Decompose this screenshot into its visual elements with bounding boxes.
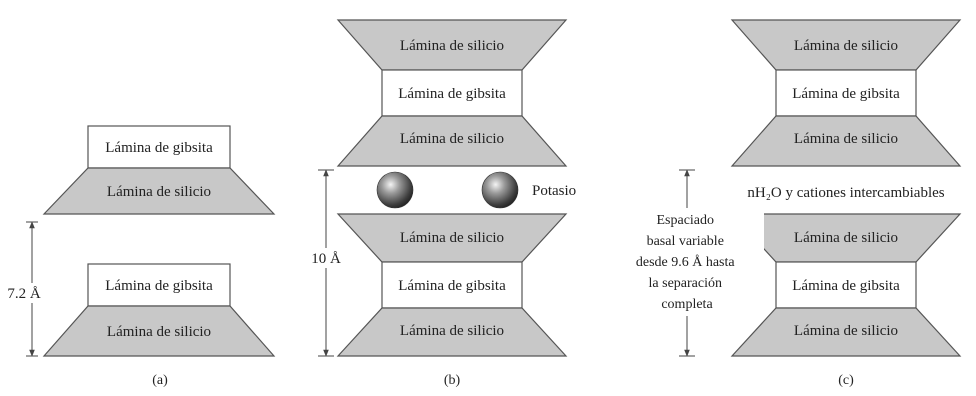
spacing-label-c-line-3: desde 9.6 Å hasta: [636, 254, 736, 270]
spacing-label-a: 7.2 Å: [7, 286, 41, 302]
potassium-ion-2: [481, 171, 519, 209]
silica-sheet-c-2: [730, 115, 962, 167]
spacing-dimension-c: Espaciado basal variable desde 9.6 Å has…: [610, 169, 764, 357]
caption-b: (b): [444, 373, 461, 388]
spacing-label-b: 10 Å: [311, 251, 341, 267]
panel-a: Lámina de gibsita Lámina de silicio Lámi…: [4, 125, 276, 388]
silica-sheet-b-2-label: Lámina de silicio: [400, 131, 504, 147]
silica-sheet-b-1-label: Lámina de silicio: [400, 38, 504, 54]
panel-b: Lámina de silicio Lámina de gibsita Lámi…: [303, 19, 576, 388]
silica-sheet-c-4: [730, 307, 962, 357]
illite-layer-bottom: Lámina de silicio Lámina de gibsita Lámi…: [336, 213, 568, 357]
spacing-label-c-line-5: completa: [661, 297, 713, 312]
silica-sheet-c-4-label: Lámina de silicio: [794, 323, 898, 339]
kaolinite-layer-top: Lámina de gibsita Lámina de silicio: [42, 125, 276, 215]
spacing-label-c-line-1: Espaciado: [656, 213, 714, 228]
spacing-dimension-a: 7.2 Å: [4, 221, 44, 357]
silica-sheet-b-4: [336, 307, 568, 357]
silica-sheet-a-top-label: Lámina de silicio: [107, 184, 211, 200]
spacing-dimension-b: 10 Å: [303, 169, 349, 357]
kaolinite-layer-bottom: Lámina de gibsita Lámina de silicio: [42, 263, 276, 357]
silica-sheet-b-3-label: Lámina de silicio: [400, 230, 504, 246]
gibbsite-sheet-a-bottom-label: Lámina de gibsita: [105, 278, 213, 294]
spacing-label-c-line-2: basal variable: [647, 234, 724, 249]
caption-a: (a): [152, 373, 168, 388]
potassium-ions: Potasio: [376, 171, 576, 209]
gibbsite-sheet-b-1: [381, 69, 523, 117]
panel-c: Lámina de silicio Lámina de gibsita Lámi…: [610, 19, 962, 388]
gibbsite-sheet-c-2: [775, 261, 917, 309]
montmorillonite-layer-bottom: Lámina de silicio Lámina de gibsita Lámi…: [730, 213, 962, 357]
caption-c: (c): [838, 373, 854, 388]
silica-sheet-a-bottom: [42, 305, 276, 357]
gibbsite-sheet-b-2: [381, 261, 523, 309]
gibbsite-sheet-c-1-label: Lámina de gibsita: [792, 86, 900, 102]
illite-layer-top: Lámina de silicio Lámina de gibsita Lámi…: [336, 19, 568, 167]
potassium-label: Potasio: [532, 183, 576, 199]
silica-sheet-c-2-label: Lámina de silicio: [794, 131, 898, 147]
silica-sheet-b-4-label: Lámina de silicio: [400, 323, 504, 339]
gibbsite-sheet-a-top-label: Lámina de gibsita: [105, 140, 213, 156]
silica-sheet-a-bottom-label: Lámina de silicio: [107, 324, 211, 340]
gibbsite-sheet-a-top: [87, 125, 231, 169]
spacing-label-c: Espaciado basal variable desde 9.6 Å has…: [636, 213, 738, 312]
spacing-label-c-line-4: la separación: [649, 276, 722, 291]
gibbsite-sheet-b-2-label: Lámina de gibsita: [398, 278, 506, 294]
gibbsite-sheet-b-1-label: Lámina de gibsita: [398, 86, 506, 102]
silica-sheet-c-1-label: Lámina de silicio: [794, 38, 898, 54]
silica-sheet-c-3-label: Lámina de silicio: [794, 230, 898, 246]
silica-sheet-b-2: [336, 115, 568, 167]
potassium-ion-1: [376, 171, 414, 209]
silica-sheet-a-top: [42, 167, 276, 215]
montmorillonite-layer-top: Lámina de silicio Lámina de gibsita Lámi…: [730, 19, 962, 167]
gibbsite-sheet-c-2-label: Lámina de gibsita: [792, 278, 900, 294]
water-cations-label: nH₂O y cationes intercambiables: [747, 185, 944, 201]
gibbsite-sheet-c-1: [775, 69, 917, 117]
